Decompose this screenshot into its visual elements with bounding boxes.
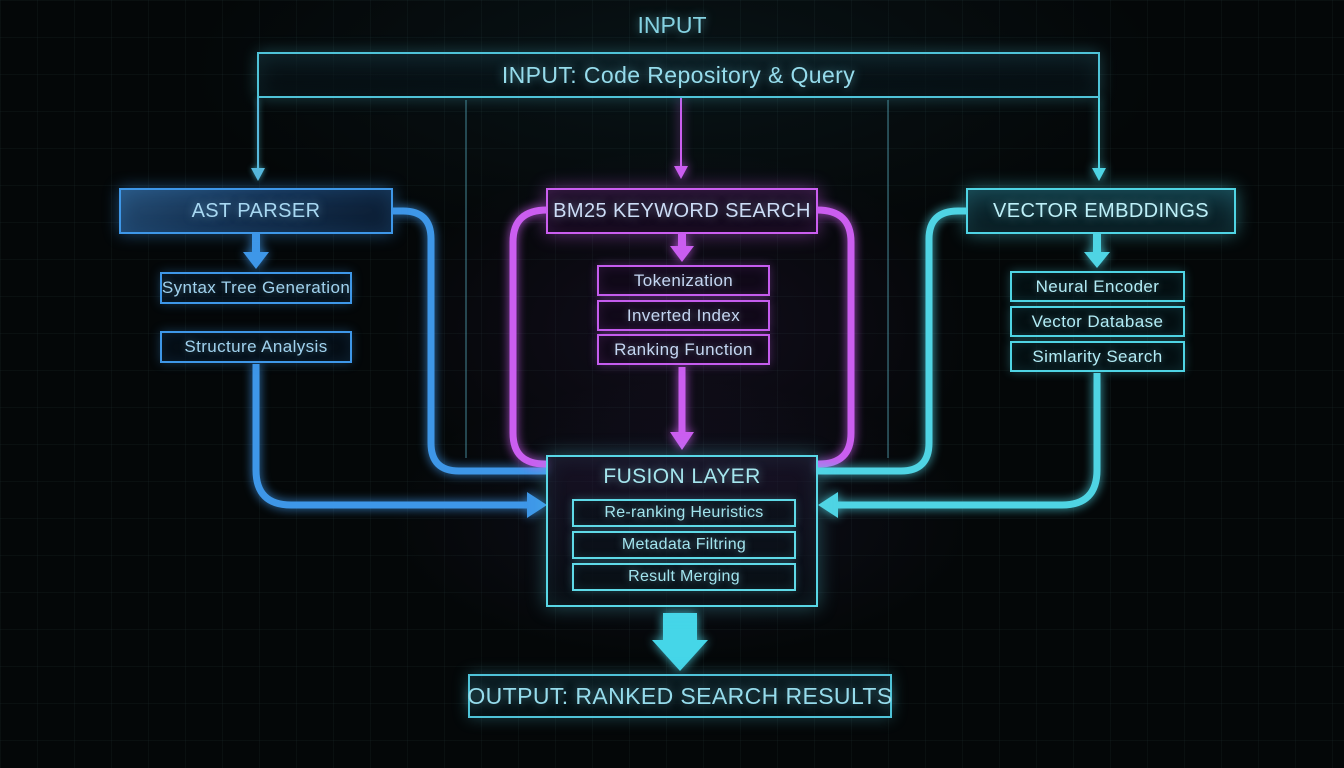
bm25-down-arrow	[670, 234, 694, 262]
vector-down-arrow	[1084, 234, 1110, 268]
bm25-item-tokenization: Tokenization	[597, 265, 770, 296]
bm25-right-connector	[816, 206, 855, 468]
bm25-header: BM25 KEYWORD SEARCH	[546, 188, 818, 234]
fusion-to-output-arrow	[652, 613, 708, 671]
ast-down-arrow	[243, 234, 269, 269]
ast-item-syntax-tree: Syntax Tree Generation	[160, 272, 352, 304]
vector-side-connector	[818, 207, 966, 475]
input-to-bm25-arrow	[674, 98, 688, 179]
ast-parser-header: AST PARSER	[119, 188, 393, 234]
input-to-vector-arrow	[1092, 98, 1106, 181]
input-to-ast-arrow	[251, 98, 265, 181]
ast-item-structure-analysis: Structure Analysis	[160, 331, 352, 363]
vector-item-similarity-search: Simlarity Search	[1010, 341, 1185, 372]
output-box: OUTPUT: RANKED SEARCH RESULTS	[467, 674, 892, 718]
page-title: INPUT	[637, 12, 707, 38]
structure-to-fusion-arrow	[252, 364, 547, 518]
bm25-to-fusion-arrow	[670, 367, 694, 450]
similarity-to-fusion-arrow	[818, 373, 1101, 518]
vector-embeddings-header: VECTOR EMBDDINGS	[966, 188, 1236, 234]
bm25-item-ranking-function: Ranking Function	[597, 334, 770, 365]
fusion-item-metadata-filtering: Metadata Filtring	[572, 531, 796, 559]
vector-item-vector-database: Vector Database	[1010, 306, 1185, 337]
ast-side-connector	[393, 207, 546, 475]
fusion-layer-title: FUSION LAYER	[603, 465, 761, 488]
fusion-item-result-merging: Result Merging	[572, 563, 796, 591]
fusion-item-reranking: Re-ranking Heuristics	[572, 499, 796, 527]
fusion-layer-box: FUSION LAYER Re-ranking Heuristics Metad…	[546, 455, 818, 607]
input-box: INPUT: Code Repository & Query	[257, 52, 1100, 98]
vector-item-neural-encoder: Neural Encoder	[1010, 271, 1185, 302]
bm25-left-connector	[509, 206, 548, 468]
bm25-item-inverted-index: Inverted Index	[597, 300, 770, 331]
